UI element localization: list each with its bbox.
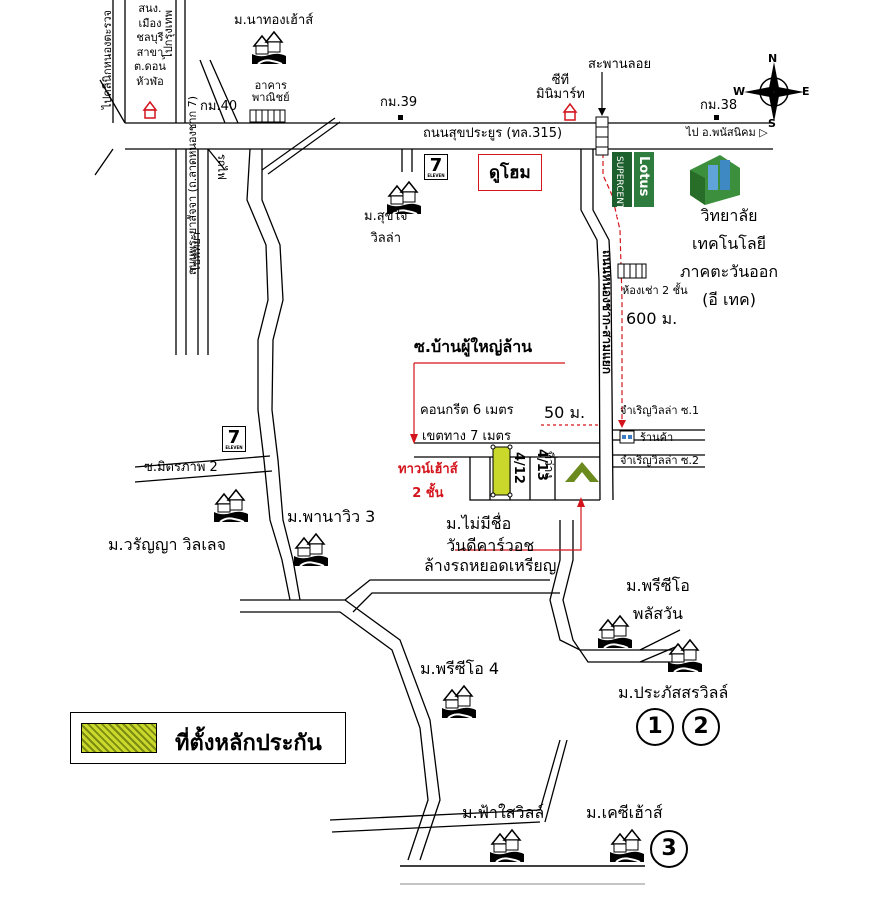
route-line bbox=[602, 153, 623, 425]
m-kc-label: ม.เคซีเฮ้าส์ bbox=[586, 803, 663, 822]
km39-label: กม.39 bbox=[380, 95, 418, 110]
empty-lot-label: ที่ว่าง bbox=[542, 451, 556, 479]
village-number-1: 1 bbox=[636, 708, 674, 746]
townhouse-label: ทาวน์เฮ้าส์2 ชั้น bbox=[398, 462, 458, 501]
village-icon bbox=[608, 826, 646, 863]
college-building bbox=[690, 155, 740, 205]
collateral-plot bbox=[492, 446, 511, 496]
rooms-label: ห้องเช่า 2 ชั้น bbox=[622, 284, 688, 297]
compass-n: N bbox=[768, 52, 778, 65]
ct-minimart-label: ซีทีมินิมาร์ท bbox=[536, 73, 585, 103]
km40-label: กม.40 bbox=[200, 99, 238, 114]
village-number-2: 2 bbox=[682, 708, 720, 746]
village-icon bbox=[440, 682, 478, 719]
concrete-label: คอนกรีต 6 เมตร bbox=[420, 403, 514, 418]
dist-600-label: 600 ม. bbox=[626, 309, 678, 328]
lotus-label: Lotus bbox=[636, 156, 651, 197]
compass-icon bbox=[744, 62, 804, 122]
legend: ที่ตั้งหลักประกัน bbox=[70, 712, 346, 764]
lotus-sign bbox=[612, 152, 632, 207]
dist-50-label: 50 ม. bbox=[544, 403, 586, 422]
target-marker-icon bbox=[565, 462, 599, 482]
km38-label: กม.38 bbox=[700, 98, 738, 113]
village-icon bbox=[596, 612, 634, 649]
m-varanya-label: ม.วรัญญา วิลเลจ bbox=[108, 535, 226, 554]
village-icon bbox=[250, 28, 288, 65]
rental-building bbox=[617, 263, 647, 279]
m-nameless-label: ม.ไม่มีชื่อ bbox=[446, 514, 512, 533]
village-icon bbox=[666, 636, 704, 673]
shop-label: ร้านค้า bbox=[640, 431, 674, 444]
charoen2-label: จำเริญวิลล่า ซ.2 bbox=[620, 454, 699, 467]
village-icon bbox=[292, 530, 330, 567]
lotus-sub-label: SUPERCENTER bbox=[614, 156, 624, 222]
railway bbox=[261, 117, 336, 171]
m-prapas-label: ม.ประภัสสรวิลล์ bbox=[618, 683, 729, 702]
boundary-label: เขตทาง 7 เมตร bbox=[422, 429, 511, 444]
shop-icon bbox=[619, 430, 635, 444]
village-icon bbox=[212, 486, 250, 523]
dohome-label: ดูโฮม bbox=[478, 154, 542, 191]
village-icon bbox=[385, 178, 423, 215]
legend-swatch bbox=[81, 723, 157, 753]
commercial-label: อาคารพาณิชย์ bbox=[252, 79, 290, 105]
m-fahsai-label: ม.ฟ้าใสวิลล์ bbox=[462, 803, 545, 822]
compass-e: E bbox=[802, 85, 810, 98]
rail-label: รถไฟ bbox=[215, 154, 228, 180]
m-nathong-label: ม.นาทองเฮ้าส์ bbox=[234, 13, 314, 28]
village-number-3: 3 bbox=[650, 830, 688, 868]
right-road-label: ถนนหนองชาก-สามแยก bbox=[600, 250, 614, 374]
compass-w: W bbox=[733, 85, 746, 98]
legend-label: ที่ตั้งหลักประกัน bbox=[175, 731, 322, 756]
overpass bbox=[595, 116, 609, 156]
soi-mittraphap-label: ซ.มิตรภาพ 2 bbox=[144, 460, 218, 475]
winding-road bbox=[246, 148, 291, 601]
village-icon bbox=[488, 826, 526, 863]
highway-name-label: ถนนพระยาสัจจา (ถ.ลาดหนองชาก 7) bbox=[186, 96, 199, 276]
soi-main-label: ซ.บ้านผู้ใหญ่ล้าน bbox=[414, 337, 533, 356]
m-prisio4-label: ม.พรีซีโอ 4 bbox=[420, 659, 500, 678]
office-icon bbox=[142, 100, 158, 119]
clinic-label: ไปคลินิกหนองตะรวจ bbox=[101, 10, 114, 110]
right-road bbox=[580, 149, 601, 501]
carwash-label: วันดีคาร์วอชล้างรถหยอดเหรียญ bbox=[424, 536, 557, 575]
college-label: วิทยาลัยเทคโนโลยี ภาคตะวันออก(อี เทค) bbox=[680, 206, 779, 309]
charoen1-label: จำเริญวิลล่า ซ.1 bbox=[620, 404, 699, 417]
overpass-label: สะพานลอย bbox=[588, 57, 652, 72]
m-sukjai-label: ม.สุขใจวิลล่า bbox=[364, 209, 408, 247]
minimart-icon bbox=[562, 102, 578, 121]
plot-412-label: 4/12 bbox=[511, 452, 526, 484]
to-phanat-label: ไป อ.พนัสนิคม ▷ bbox=[686, 126, 768, 139]
plot-413-label: 4/13 bbox=[534, 449, 549, 481]
m-prisio-pulse-label: ม.พรีซีโอพลัสวัน bbox=[626, 576, 690, 623]
office-label: สนง.เมือง ชลบุรีสาขา ต.ดอนหัวฬ่อ bbox=[134, 2, 166, 88]
main-road-label: ถนนสุขประยูร (ทล.315) bbox=[423, 126, 563, 141]
m-panavil-label: ม.พานาวิว 3 bbox=[287, 507, 376, 526]
compass-s: S bbox=[768, 117, 776, 130]
